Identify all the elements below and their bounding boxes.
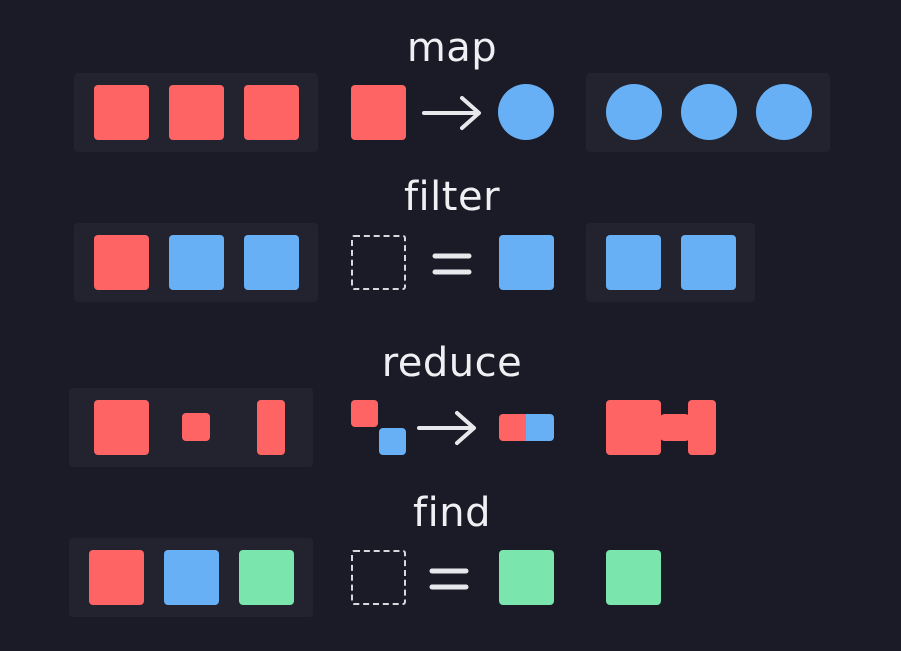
combined-shape [606,400,716,455]
filter-input-panel [74,223,318,302]
arrow-right-icon [417,411,476,445]
reduce-title: reduce [381,340,523,386]
red-square [351,85,406,140]
map-title: map [406,25,498,71]
find-input-panel [69,538,313,617]
blue-square [244,235,299,290]
blue-square [681,235,736,290]
small-blue-square [379,428,406,455]
blue-circle [756,84,812,140]
small-blue-square [526,414,554,441]
green-square [239,550,294,605]
blue-square [499,235,554,290]
red-bar [257,400,285,455]
small-red-square [659,414,691,441]
equals-icon [432,253,472,275]
empty-slot [351,235,406,290]
red-bar [688,400,716,455]
blue-circle [498,84,554,140]
red-square [94,235,149,290]
green-square [499,550,554,605]
blue-square [169,235,224,290]
red-square [606,400,661,455]
find-title: find [413,490,491,536]
map-input-panel [74,73,318,152]
empty-slot [351,550,406,605]
red-square [94,85,149,140]
green-square [606,550,661,605]
red-square [94,400,149,455]
small-red-square [182,413,210,441]
filter-title: filter [403,174,501,220]
red-square [244,85,299,140]
blue-circle [606,84,662,140]
red-square [89,550,144,605]
reduce-input-panel [69,388,313,467]
blue-square [606,235,661,290]
blue-circle [681,84,737,140]
arrow-right-icon [422,96,481,130]
small-red-square [351,400,378,427]
red-square [169,85,224,140]
equals-icon [429,568,469,590]
blue-square [164,550,219,605]
small-red-square [499,414,527,441]
filter-output-panel [586,223,755,302]
map-output-panel [586,73,830,152]
